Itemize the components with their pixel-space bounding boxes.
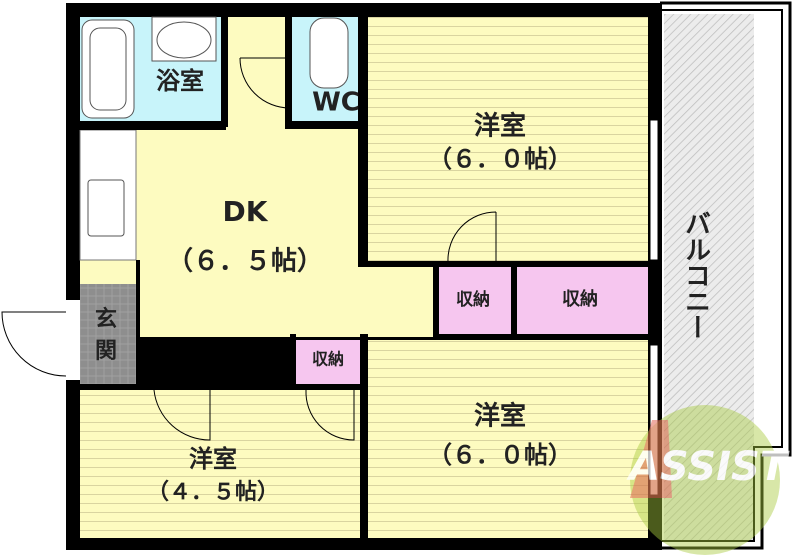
closet-3-floor — [296, 340, 360, 384]
closet-3-label: 収納 — [312, 350, 344, 369]
room-bottom-right-floor — [368, 340, 648, 538]
window — [649, 119, 659, 261]
balcony-rail — [660, 1, 792, 550]
closet-1-label: 収納 — [456, 289, 490, 310]
entrance-floor — [80, 284, 136, 384]
room-bottom-right-name: 洋室 — [474, 401, 526, 432]
assist-logo: ASSIST — [626, 405, 790, 555]
entrance-label-1: 玄 — [95, 306, 117, 332]
entrance-label-2: 関 — [95, 339, 117, 364]
room-bottom-left-floor — [80, 390, 360, 538]
bath-label: 浴室 — [156, 67, 204, 95]
toilet-fixture — [309, 17, 349, 89]
room-bottom-right-size: （６．０帖） — [428, 441, 572, 469]
room-bottom-left-size: （４．５帖） — [147, 480, 279, 505]
room-top-right-name: 洋室 — [474, 111, 526, 142]
room-top-right-size: （６．０帖） — [428, 145, 572, 173]
dk-name: DK — [223, 195, 269, 228]
closet-2-label: 収納 — [562, 288, 598, 310]
logo-text: ASSIST — [626, 444, 790, 490]
closet-1-floor — [439, 266, 511, 334]
balcony-area — [664, 14, 754, 542]
toilet-label: WC — [312, 88, 360, 118]
closet-2-floor — [517, 266, 648, 334]
doors — [1, 57, 497, 441]
kitchen-sink — [87, 179, 125, 237]
dk-size: （６．５帖） — [167, 247, 323, 277]
room-bottom-left-name: 洋室 — [189, 445, 237, 473]
balcony-label: バルコニー — [681, 210, 711, 340]
room-top-right-floor — [368, 17, 648, 261]
